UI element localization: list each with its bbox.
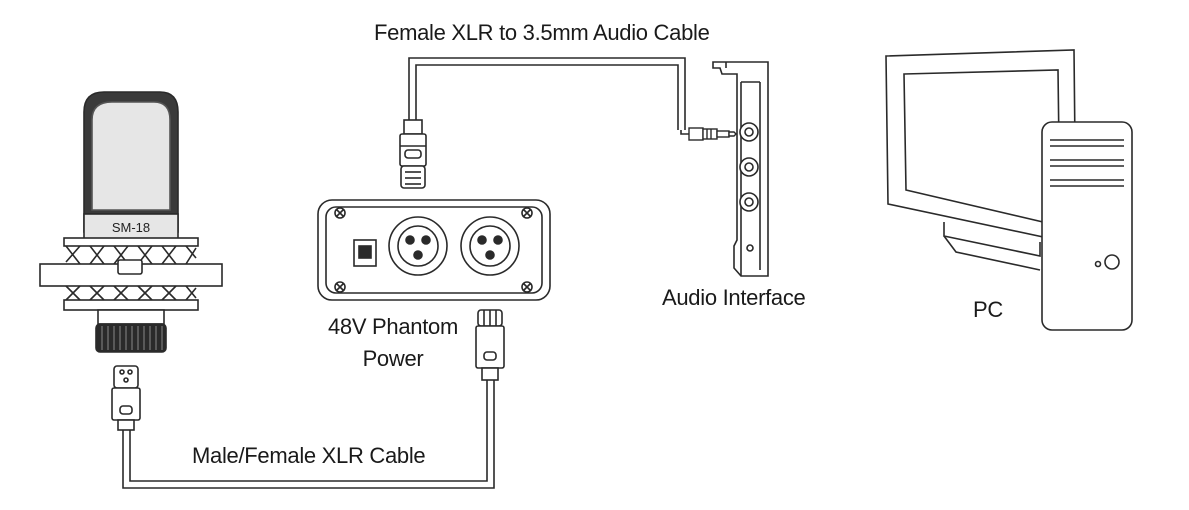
xlr-male-connector [475,309,505,381]
bottom-cable-label: Male/Female XLR Cable [192,443,426,468]
phantom-power-label-line2: Power [362,346,424,371]
screw-icon [521,281,533,293]
pc-tower [1041,121,1133,331]
phantom-power-label-line1: 48V Phantom [327,314,458,339]
pc-label: PC [973,297,1003,322]
top-cable-label: Female XLR to 3.5mm Audio Cable [374,20,710,45]
audio-interface-label: Audio Interface [662,285,806,310]
screw-icon [521,207,533,219]
bottom-cable [122,380,495,489]
top-cable [408,57,690,135]
phantom-power-box [317,199,551,301]
xlr-female-connector-top [399,119,427,189]
screw-icon [334,281,346,293]
microphone: SM-18 [39,91,223,353]
mic-model-label: SM-18 [112,220,150,235]
audio-interface-card [712,61,769,277]
screw-icon [334,207,346,219]
audio-jack-plug [688,127,737,141]
phantom-power-label: 48V Phantom Power [318,311,468,375]
pc-monitor [885,49,1077,271]
xlr-female-connector-mic [111,365,141,431]
